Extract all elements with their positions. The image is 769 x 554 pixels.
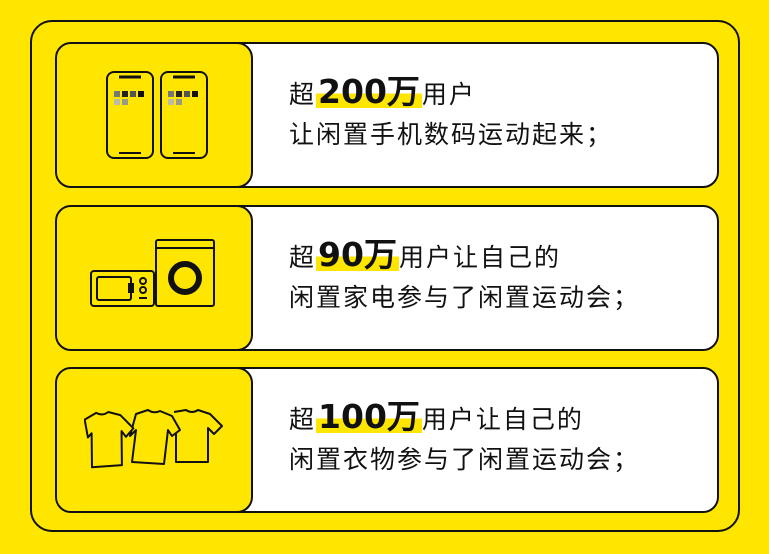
stat-number: 200万 — [316, 72, 422, 111]
stat-number: 100万 — [316, 397, 422, 436]
phones-icon — [57, 44, 253, 186]
stat-card-appliances: 超90万用户让自己的 闲置家电参与了闲置运动会； — [55, 205, 719, 351]
stat-card-phones: 超200万用户 让闲置手机数码运动起来； — [55, 42, 719, 188]
stat-description: 让闲置手机数码运动起来； — [289, 120, 614, 149]
stat-prefix: 超 — [289, 405, 317, 434]
stat-description: 闲置衣物参与了闲置运动会； — [289, 445, 641, 474]
stat-suffix: 用户让自己的 — [421, 405, 584, 434]
stat-suffix: 用户让自己的 — [398, 243, 561, 272]
stat-prefix: 超 — [289, 80, 317, 109]
stat-description: 闲置家电参与了闲置运动会； — [289, 283, 641, 312]
clothes-icon — [57, 369, 253, 511]
outer-frame — [30, 20, 740, 532]
appliances-icon — [57, 207, 253, 349]
stat-number: 90万 — [316, 235, 399, 274]
stat-suffix: 用户 — [421, 80, 476, 109]
stat-card-clothes: 超100万用户让自己的 闲置衣物参与了闲置运动会； — [55, 367, 719, 513]
stat-prefix: 超 — [289, 243, 317, 272]
